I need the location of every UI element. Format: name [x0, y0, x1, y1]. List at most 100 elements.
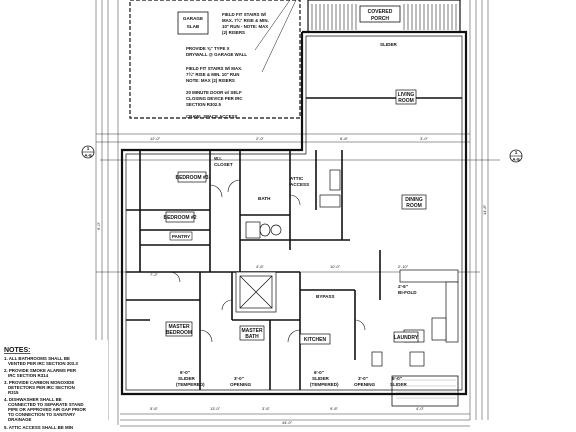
dim-6: 12'-0" — [150, 136, 161, 141]
bifold-label-1: 2'-6" — [398, 284, 408, 289]
porch-label-1: COVERED — [368, 9, 393, 15]
opening1-label: OPENING — [230, 382, 252, 387]
laundry-label: LAUNDRY — [394, 335, 419, 341]
room-labels: LIVING ROOM DINING ROOM BEDROOM #3 BEDRO… — [163, 42, 427, 345]
section-marker-left: 1 A-5 — [81, 145, 95, 159]
dim-12: 10'-0" — [330, 264, 341, 269]
dim-13: 2'-10" — [398, 264, 409, 269]
door-note-2: CLOSING DEVICE PER IRC — [186, 96, 243, 101]
kitchen-label: KITCHEN — [304, 337, 327, 343]
note-line-13: 5. ATTIC ACCESS SHALL BE MIN — [4, 425, 73, 430]
slider2-label: SLIDER — [312, 376, 330, 381]
dim-4: 9'-8" — [330, 406, 339, 411]
fixtures — [235, 169, 459, 367]
dimension-text: 44'-0" 5'-6" 13'-0" 3'-6" 9'-8" 4'-0" 12… — [96, 136, 487, 425]
dim-11: 4'-6" — [256, 264, 265, 269]
covered-porch: COVERED PORCH — [307, 0, 461, 33]
door-note-1: 20 MINUTE DOOR w/ SELF — [186, 90, 242, 95]
dim-9: 3'-0" — [420, 136, 429, 141]
note-line-1: 1. ALL BATHROOMS SHALL BE — [4, 356, 70, 361]
dim-7: 2'-0" — [256, 136, 265, 141]
slider1-label: SLIDER — [178, 376, 196, 381]
note-line-12: DRAINAGE — [8, 417, 31, 422]
section-num-right: 1 — [515, 150, 518, 155]
dim-10: 7'-2" — [150, 272, 159, 277]
bifold-label-2: BI-FOLD — [398, 290, 417, 295]
dim-3: 3'-6" — [262, 406, 271, 411]
slider1-dim: 6'-0" — [180, 370, 190, 375]
slider2-tempered: (TEMPERED) — [310, 382, 339, 387]
drywall-note-2: DRYWALL @ GARAGE WALL — [186, 52, 247, 57]
garage-note-3: 10" RUN - NOTE: MAX — [222, 24, 268, 29]
slider3-label: SLIDER — [390, 382, 408, 387]
exterior-walls — [120, 30, 468, 396]
garage-note-4: (2) RISERS — [222, 30, 245, 35]
door-swings — [169, 179, 366, 343]
dimension-lines — [95, 0, 500, 427]
exterior-walls-inner — [125, 35, 463, 391]
master-bedroom-label-1: MASTER — [168, 324, 190, 330]
section-marker-right: 1 A-5 — [509, 149, 523, 163]
garage: GARAGE SLAB FIELD FIT STAIRS W/ MAX. 7¾"… — [129, 0, 301, 119]
note-line-4: IRC SECTION R314 — [8, 373, 49, 378]
dim-total-bottom: 44'-0" — [282, 420, 293, 425]
dim-8: 6'-8" — [340, 136, 349, 141]
garage-slab-label: SLAB — [187, 24, 200, 29]
closet-label-2: CLOSET — [214, 162, 233, 167]
note-line-5: 3. PROVIDE CARBON MONOXIDE — [4, 380, 74, 385]
dim-5: 4'-0" — [416, 406, 425, 411]
bypass-label: BYPASS — [316, 294, 335, 299]
dim-1: 5'-6" — [150, 406, 159, 411]
section-code-left: A-5 — [84, 153, 92, 158]
garage-note-2: MAX. 7¾" RISE & MIN. — [222, 18, 269, 23]
dim-14: 14'-8" — [482, 204, 487, 215]
stairs-note-3: NOTE: MAX (2) RISERS — [186, 78, 235, 83]
slider2-dim: 6'-0" — [314, 370, 324, 375]
bedroom3-label: BEDROOM #3 — [175, 175, 208, 181]
garage-note-1: FIELD FIT STAIRS W/ — [222, 12, 267, 17]
opening1-dim: 3'-0" — [234, 376, 244, 381]
closet-label-1: W.I. — [214, 156, 222, 161]
dining-room-label-1: DINING — [405, 197, 423, 203]
drywall-note-1: PROVIDE ⅝" TYPE X — [186, 46, 230, 51]
note-line-9: CONNECTED TO SEPARATE STAND — [8, 402, 84, 407]
note-line-8: 4. DISHWASHER SHALL BE — [4, 397, 62, 402]
note-line-6: DETECTORS PER IRC SECTION — [8, 385, 75, 390]
porch-label-2: PORCH — [371, 16, 389, 22]
door-note-3: SECTION R302.5 — [186, 102, 221, 107]
section-num-left: 1 — [87, 146, 90, 151]
bedroom2-label: BEDROOM #2 — [163, 215, 196, 221]
note-line-7: R315 — [8, 390, 19, 395]
section-code-right: A-5 — [512, 157, 520, 162]
note-line-11: TO CONNECTION TO SANITARY — [8, 412, 75, 417]
crawl-note: CRAWL SPACE ACCESS — [186, 114, 237, 119]
slider-label: SLIDER — [380, 42, 398, 47]
bottom-openings: 6'-0" SLIDER (TEMPERED) 6'-0" SLIDER (TE… — [176, 370, 459, 407]
attic-label-1: ATTIC — [290, 176, 304, 181]
master-bedroom-label-2: BEDROOM — [166, 330, 192, 336]
notes-block: NOTES: 1. ALL BATHROOMS SHALL BE VENTED … — [0, 340, 108, 432]
bath-label: BATH — [258, 196, 271, 201]
master-bath-label-1: MASTER — [241, 328, 263, 334]
garage-label: GARAGE — [183, 16, 203, 21]
dining-room-label-2: ROOM — [406, 203, 422, 209]
notes-title: NOTES: — [4, 347, 30, 354]
interior-walls — [126, 97, 462, 390]
note-line-3: 2. PROVIDE SMOKE ALARMS PER — [4, 368, 77, 373]
note-line-2: VENTED PER IRC SECTION 303.3 — [8, 361, 78, 366]
slider3-dim: 6'-0" — [392, 376, 402, 381]
opening2-label: OPENING — [354, 382, 376, 387]
stairs-note-2: 7¾" RISE & MIN. 10" RUN — [186, 72, 239, 77]
slider1-tempered: (TEMPERED) — [176, 382, 205, 387]
note-line-10: PIPE OR APPROVED AIR GAP PRIOR — [8, 407, 87, 412]
master-bath-label-2: BATH — [245, 334, 259, 340]
living-room-label-2: ROOM — [398, 98, 414, 104]
dim-15: 6'-0" — [96, 221, 101, 230]
opening2-dim: 3'-0" — [358, 376, 368, 381]
pantry-label: PANTRY — [172, 234, 190, 239]
dim-2: 13'-0" — [210, 406, 221, 411]
stairs-note-1: FIELD FIT STAIRS W/ MAX. — [186, 66, 242, 71]
attic-label-2: ACCESS — [290, 182, 309, 187]
living-room-label-1: LIVING — [398, 92, 415, 98]
